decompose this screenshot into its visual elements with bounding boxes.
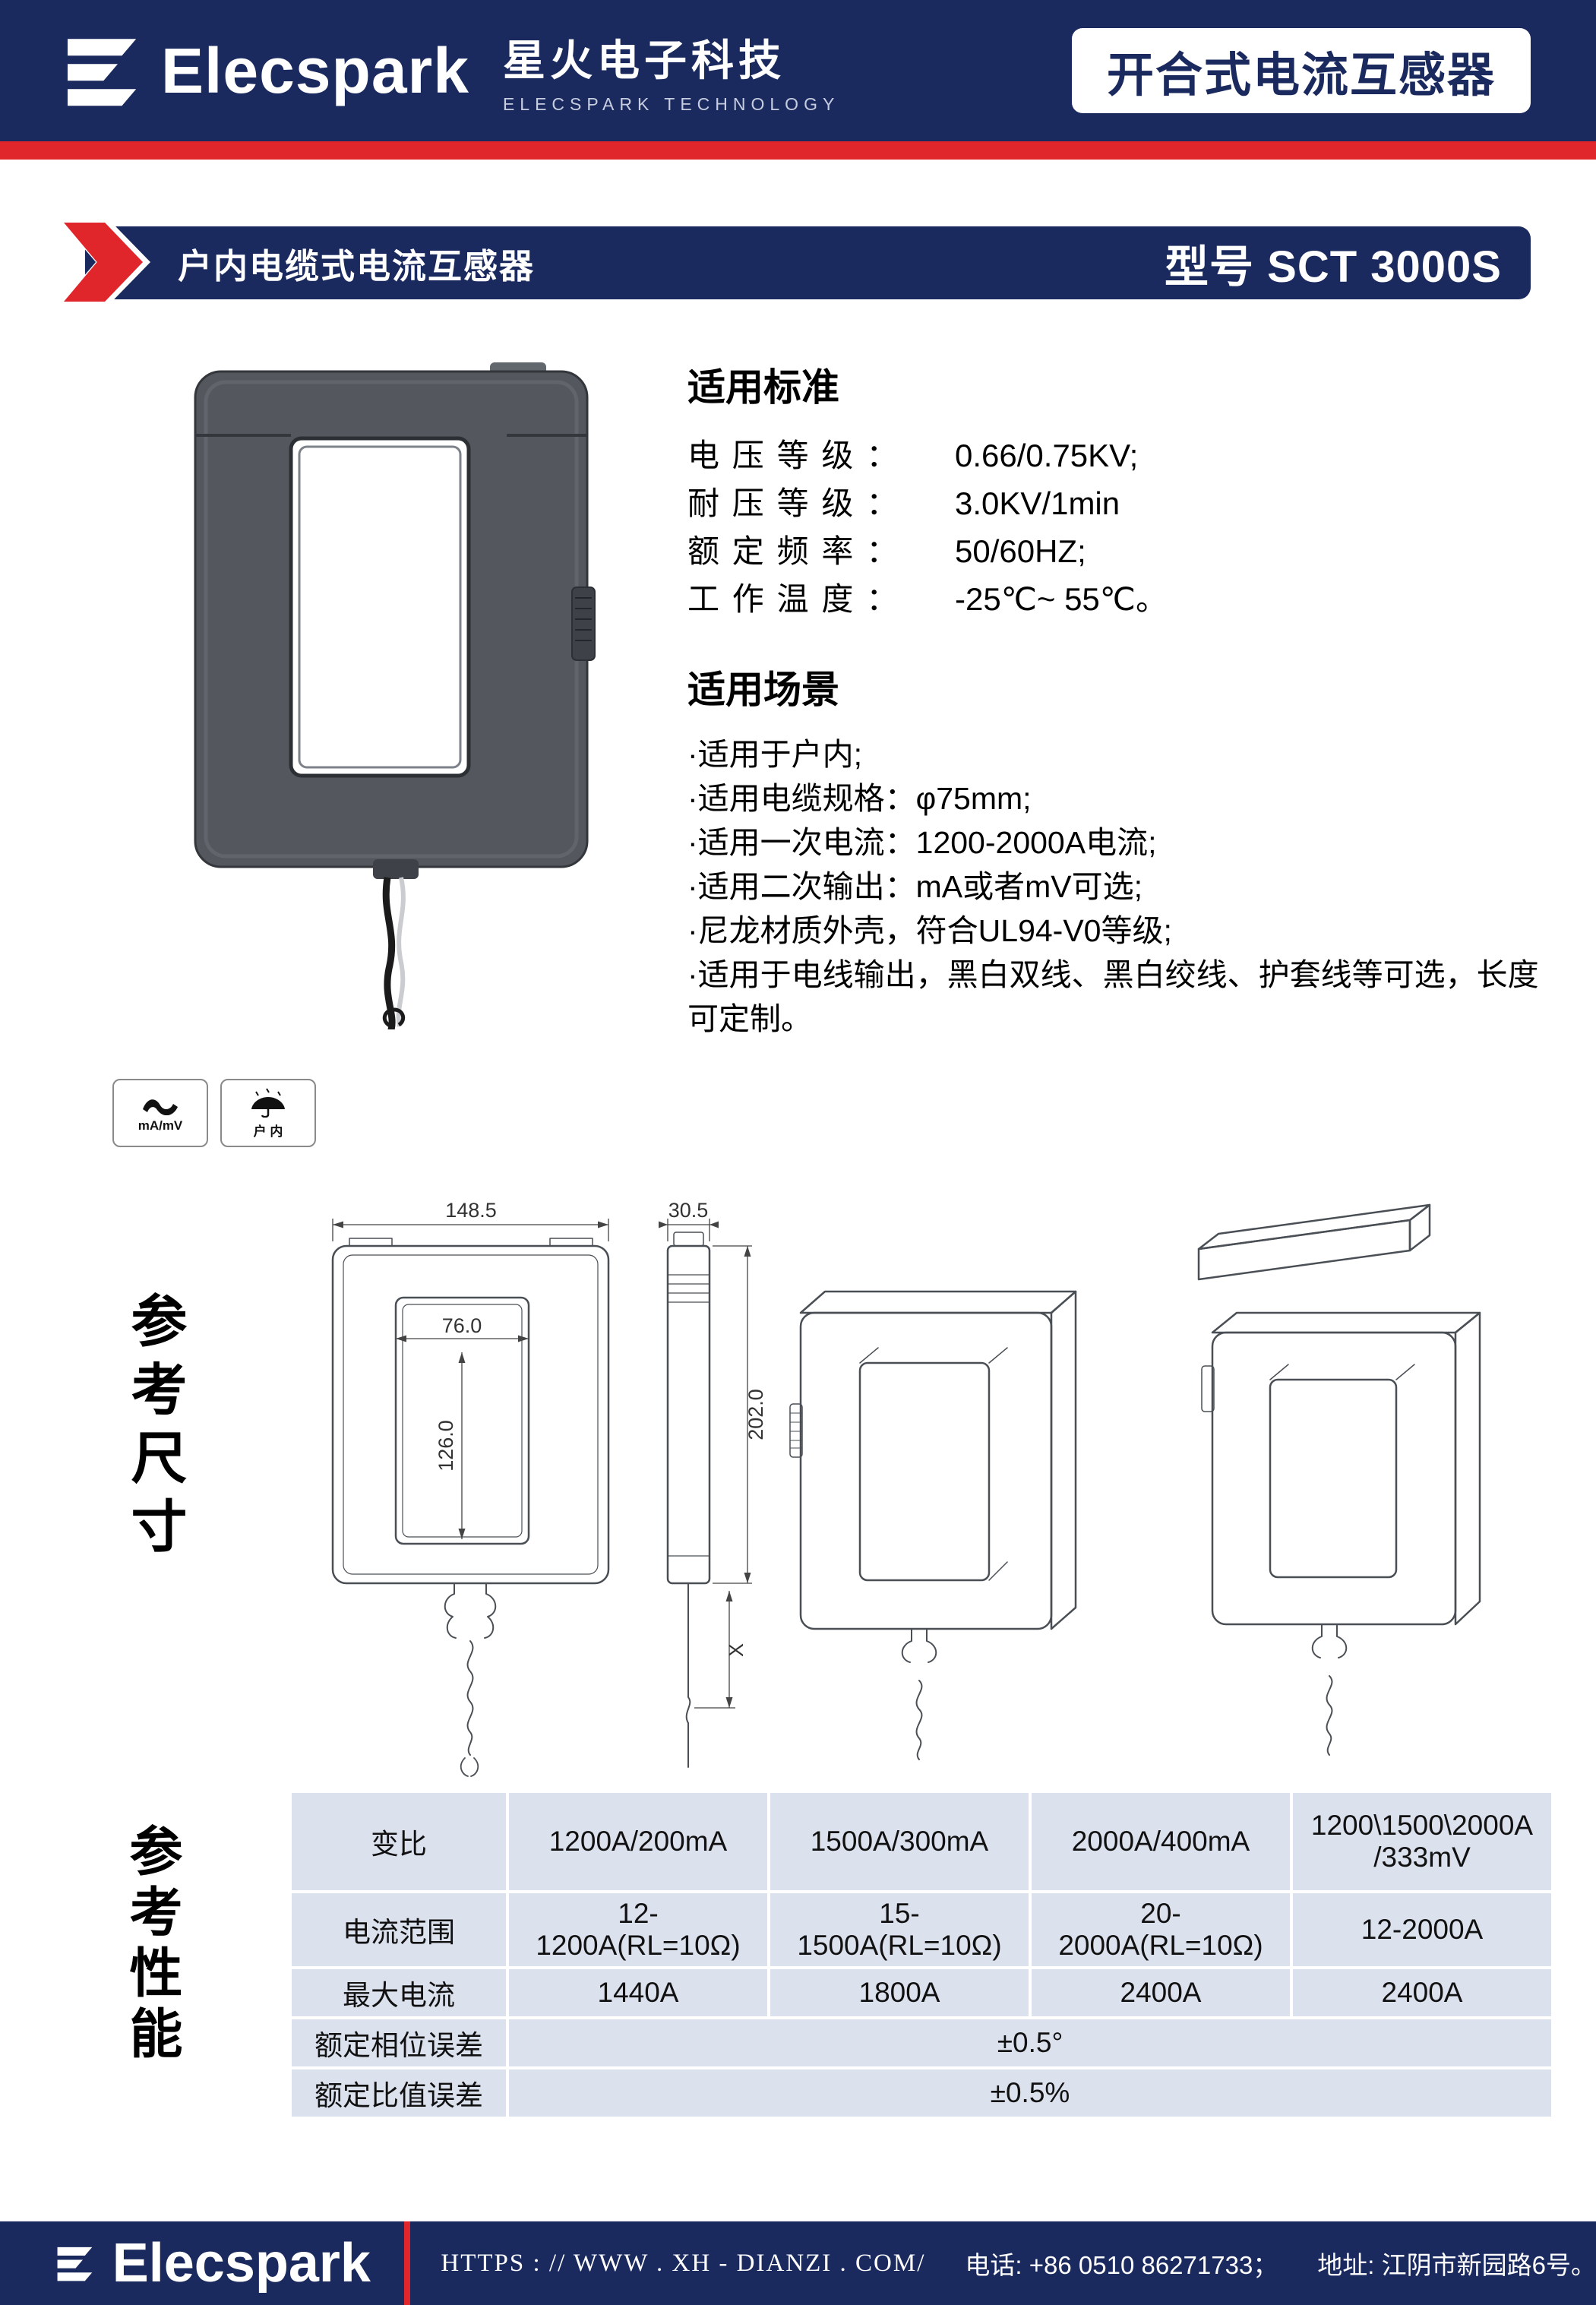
indoor-badge-label: 户 内: [253, 1124, 283, 1139]
table-cell: 12-2000A: [1290, 1890, 1554, 1969]
model-number: 型号 SCT 3000S: [1165, 242, 1502, 292]
table-cell: 2000A/400mA: [1029, 1790, 1293, 1893]
iso-view-a-drawing: [789, 1290, 1077, 1760]
elecspark-logo-icon: [68, 39, 137, 106]
elecspark-logo-icon: [57, 2247, 93, 2281]
side-view-drawing: [666, 1232, 711, 1768]
dim-inner-height: 126.0: [435, 1420, 457, 1472]
row-label: 最大电流: [289, 1966, 509, 2019]
standard-row: 电压等级： 0.66/0.75KV;: [687, 430, 1542, 478]
standard-row: 额定频率： 50/60HZ;: [687, 526, 1542, 574]
section-title: 户内电缆式电流互感器: [178, 246, 536, 286]
table-row-phase-error: 额定相位误差 ±0.5°: [289, 2016, 1554, 2069]
table-cell: 15-1500A(RL=10Ω): [767, 1890, 1032, 1969]
table-row-ratio-error: 额定比值误差 ±0.5%: [289, 2066, 1554, 2120]
table-cell: 12-1200A(RL=10Ω): [506, 1890, 770, 1969]
dimension-drawings: 148.5 76.0 126.0 30.5 202.0 X: [331, 1199, 1481, 1777]
row-label: 电流范围: [289, 1890, 509, 1969]
standard-label: 工作温度：: [687, 581, 912, 617]
scenarios-heading: 适用场景: [687, 669, 839, 711]
indoor-badge: 户 内: [220, 1079, 316, 1147]
section-title-bar: 户内电缆式电流互感器 型号 SCT 3000S: [85, 226, 1531, 299]
standard-label: 额定频率：: [687, 533, 912, 569]
footer-address: 地址: 江阴市新园路6号。: [1317, 2251, 1596, 2279]
performance-table: 变比 1200A/200mA 1500A/300mA 2000A/400mA 1…: [289, 1790, 1554, 2120]
dimensions-section-title: 参考尺寸: [123, 1292, 186, 1565]
dim-lead-length: X: [725, 1643, 747, 1657]
table-cell: 2400A: [1029, 1966, 1293, 2019]
header-brand-group: Elecspark 星火电子科技 ELECSPARK TECHNOLOGY: [59, 27, 839, 115]
table-cell: 1200\1500\2000A /333mV: [1290, 1790, 1554, 1893]
table-cell: ±0.5°: [506, 2016, 1554, 2069]
iso-view-b-drawing: [1197, 1203, 1481, 1756]
table-row-range: 电流范围 12-1200A(RL=10Ω) 15-1500A(RL=10Ω) 2…: [289, 1890, 1554, 1969]
spec-text-column: 适用标准 电压等级： 0.66/0.75KV; 耐压等级： 3.0KV/1min…: [687, 357, 1542, 1041]
umbrella-icon: [251, 1087, 285, 1118]
standard-value: -25℃~ 55℃。: [955, 581, 1168, 617]
footer-brand: Elecspark: [112, 2233, 371, 2294]
product-category-badge: 开合式电流互感器: [1071, 28, 1531, 113]
standard-value: 0.66/0.75KV;: [955, 438, 1139, 473]
performance-section-title: 参考性能: [122, 1823, 182, 2066]
footer-contact: HTTPS : // WWW . XH - DIANZI . COM/ 电话: …: [441, 2245, 1596, 2281]
output-badge-label: mA/mV: [137, 1118, 183, 1133]
table-cell: 1500A/300mA: [767, 1790, 1032, 1893]
dim-side-width: 30.5: [668, 1199, 709, 1222]
product-image: [194, 362, 596, 1029]
scenario-item: ·适用一次电流：1200-2000A电流;: [687, 825, 1157, 860]
row-label: 额定比值误差: [289, 2066, 509, 2120]
footer-website: HTTPS : // WWW . XH - DIANZI . COM/: [441, 2249, 926, 2277]
brand-tagline-en: ELECSPARK TECHNOLOGY: [502, 94, 840, 114]
row-label: 额定相位误差: [289, 2016, 509, 2069]
table-cell: ±0.5%: [506, 2066, 1554, 2120]
header-red-stripe: [0, 141, 1596, 160]
dimension-lines: [332, 1219, 752, 1709]
dim-inner-width: 76.0: [442, 1314, 482, 1337]
table-cell: 1200A/200mA: [506, 1790, 770, 1893]
standard-row: 耐压等级： 3.0KV/1min: [687, 478, 1542, 526]
scenario-item: ·适用于电线输出，黑白双线、黑白绞线、护套线等可选，长度可定制。: [687, 957, 1539, 1036]
table-row-max-current: 最大电流 1440A 1800A 2400A 2400A: [289, 1966, 1554, 2019]
dimension-labels: 148.5 76.0 126.0 30.5 202.0 X: [435, 1199, 767, 1657]
table-row-ratio: 变比 1200A/200mA 1500A/300mA 2000A/400mA 1…: [289, 1790, 1554, 1893]
row-label: 变比: [289, 1790, 509, 1893]
table-cell: 1800A: [767, 1966, 1032, 2019]
brand-cn-group: 星火电子科技 ELECSPARK TECHNOLOGY: [503, 27, 839, 115]
standard-value: 50/60HZ;: [955, 533, 1086, 569]
standards-heading: 适用标准: [687, 366, 839, 409]
signal-wave-icon: [143, 1099, 178, 1115]
dim-side-height: 202.0: [744, 1389, 767, 1440]
table-cell: 1440A: [506, 1966, 770, 2019]
standard-label: 耐压等级：: [687, 485, 912, 521]
footer-phone: 电话: +86 0510 86271733；: [965, 2251, 1278, 2279]
header: Elecspark 星火电子科技 ELECSPARK TECHNOLOGY 开合…: [0, 0, 1596, 141]
latch-detail: [571, 587, 596, 661]
feature-badges: mA/mV 户 内: [112, 1079, 316, 1147]
standard-label: 电压等级：: [687, 438, 912, 473]
brand-name-cn: 星火电子科技: [502, 36, 785, 84]
table-cell: 20-2000A(RL=10Ω): [1029, 1890, 1293, 1969]
dim-front-width: 148.5: [445, 1199, 497, 1222]
brand-name: Elecspark: [161, 34, 469, 106]
scenario-item: ·适用电缆规格：φ75mm;: [687, 781, 1032, 816]
output-badge: mA/mV: [112, 1079, 208, 1147]
scenario-item: ·适用二次输出：mA或者mV可选;: [687, 869, 1143, 904]
standard-value: 3.0KV/1min: [955, 485, 1120, 521]
scenario-item: ·尼龙材质外壳，符合UL94-V0等级;: [687, 913, 1172, 948]
footer-red-divider: [403, 2221, 411, 2305]
scenario-item: ·适用于户内;: [687, 737, 863, 772]
standard-row: 工作温度： -25℃~ 55℃。: [687, 574, 1542, 621]
table-cell: 2400A: [1290, 1966, 1554, 2019]
footer: Elecspark HTTPS : // WWW . XH - DIANZI .…: [0, 2221, 1596, 2305]
